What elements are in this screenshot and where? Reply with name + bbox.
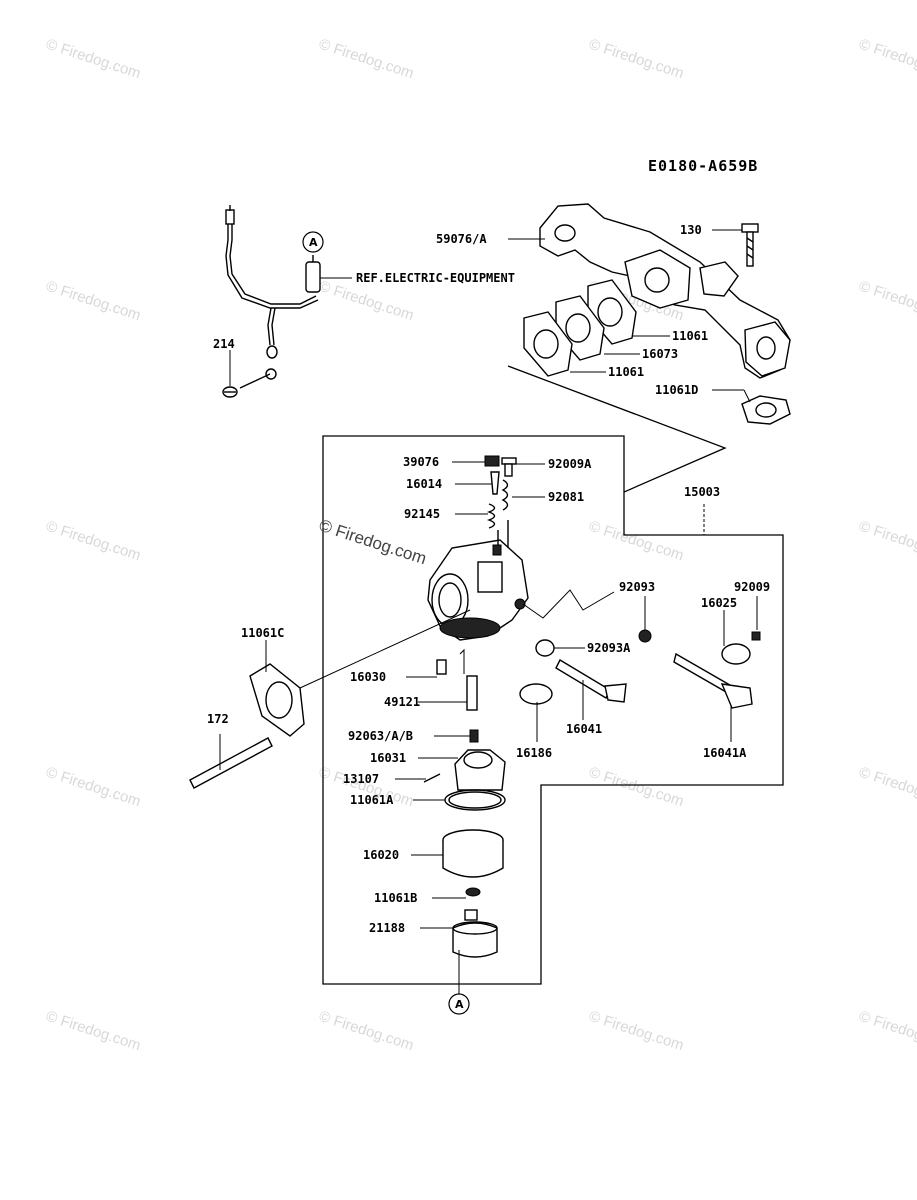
diagram-code: E0180-A659B (648, 157, 758, 175)
watermark: © Firedog.com (857, 1008, 917, 1055)
part-label-92081: 92081 (548, 490, 584, 504)
watermark: © Firedog.com (44, 36, 143, 83)
watermark: © Firedog.com (44, 1008, 143, 1055)
part-label-15003: 15003 (684, 485, 720, 499)
part-label-39076: 39076 (403, 455, 439, 469)
part-label-11061c: 11061C (241, 626, 284, 640)
part-label-11061d: 11061D (655, 383, 698, 397)
ref-marker-label: A (455, 998, 464, 1011)
part-label-16014: 16014 (406, 477, 442, 491)
part-label-11061a: 11061A (350, 793, 394, 807)
ref-electric-equipment-label: REF.ELECTRIC-EQUIPMENT (356, 271, 515, 285)
part-label-21188: 21188 (369, 921, 405, 935)
bolt-130 (741, 223, 759, 267)
part-label-11061: 11061 (672, 329, 708, 343)
watermark: © Firedog.com (857, 518, 917, 565)
ref-marker-a-bottom (448, 993, 470, 1015)
part-label-16025: 16025 (701, 596, 737, 610)
watermark: © Firedog.com (44, 764, 143, 811)
ref-marker-label: A (309, 236, 318, 249)
part-label-172: 172 (207, 712, 229, 726)
part-label-16020: 16020 (363, 848, 399, 862)
part-label-16186: 16186 (516, 746, 552, 760)
part-label-92093a: 92093A (587, 641, 631, 655)
wire-assembly (222, 205, 321, 398)
part-label-11061-b: 11061 (608, 365, 644, 379)
assembly-frame-15003 (322, 365, 784, 985)
part-label-11061b: 11061B (374, 891, 417, 905)
choke-throttle-parts (519, 589, 761, 709)
watermark: © Firedog.com (857, 278, 917, 325)
watermark: © Firedog.com (44, 518, 143, 565)
float-bowl-stack (423, 749, 506, 958)
part-label-16073: 16073 (642, 347, 678, 361)
gaskets-manifold (523, 279, 791, 425)
watermark: © Firedog.com (587, 764, 686, 811)
part-label-92009: 92009 (734, 580, 770, 594)
part-label-59076-a: 59076/A (436, 232, 487, 246)
part-label-92063-a-b: 92063/A/B (348, 729, 413, 743)
watermark: © Firedog.com (317, 36, 416, 83)
carburetor-body (427, 520, 529, 641)
watermark: © Firedog.com (317, 1008, 416, 1055)
watermark-main: © Firedog.com (317, 516, 429, 569)
ref-marker-a-top (302, 231, 324, 253)
part-label-16031: 16031 (370, 751, 406, 765)
watermark: © Firedog.com (587, 518, 686, 565)
gasket-and-stud-left (189, 663, 305, 789)
part-label-214: 214 (213, 337, 235, 351)
watermark: © Firedog.com (44, 278, 143, 325)
part-label-92009a: 92009A (548, 457, 592, 471)
part-label-16041a: 16041A (703, 746, 747, 760)
part-label-92145: 92145 (404, 507, 440, 521)
watermark: © Firedog.com (587, 1008, 686, 1055)
small-parts-top (484, 455, 517, 529)
part-label-16041: 16041 (566, 722, 602, 736)
watermark: © Firedog.com (587, 36, 686, 83)
part-label-16030: 16030 (350, 670, 386, 684)
watermark: © Firedog.com (857, 36, 917, 83)
jet-and-tube-parts (436, 648, 479, 743)
part-label-49121: 49121 (384, 695, 420, 709)
intake-manifold (539, 203, 791, 379)
part-label-13107: 13107 (343, 772, 379, 786)
part-label-130: 130 (680, 223, 702, 237)
watermark: © Firedog.com (857, 764, 917, 811)
part-label-92093: 92093 (619, 580, 655, 594)
